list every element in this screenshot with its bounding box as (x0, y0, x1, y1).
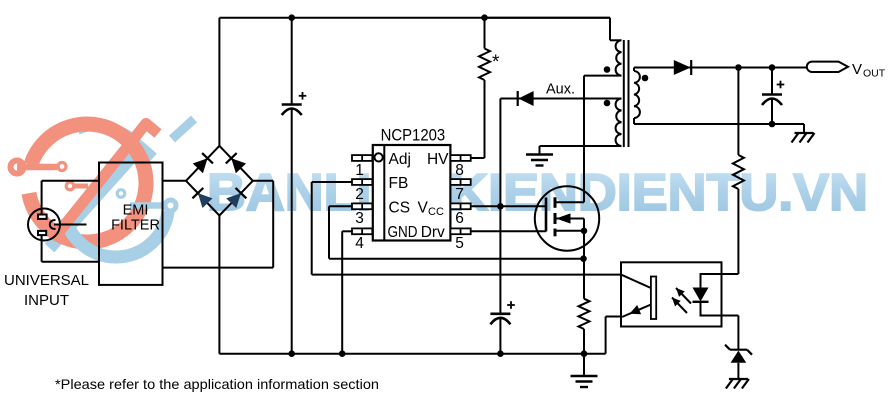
svg-text:BANLINHKIENDIENTU.VN: BANLINHKIENDIENTU.VN (207, 164, 868, 222)
svg-text:5: 5 (455, 235, 464, 252)
svg-text:FILTER: FILTER (111, 217, 160, 233)
svg-text:UNIVERSAL: UNIVERSAL (4, 272, 89, 289)
svg-text:CC: CC (428, 206, 444, 218)
svg-text:Aux.: Aux. (546, 82, 575, 98)
svg-text:8: 8 (455, 162, 464, 179)
svg-text:3: 3 (355, 210, 364, 227)
svg-text:EMI: EMI (123, 203, 149, 219)
svg-text:FB: FB (389, 175, 409, 192)
svg-text:HV: HV (427, 151, 449, 168)
svg-text:*: * (492, 52, 500, 73)
svg-text:Adj: Adj (389, 151, 411, 168)
svg-text:V: V (418, 199, 429, 216)
svg-text:Drv: Drv (421, 224, 445, 241)
svg-text:4: 4 (355, 235, 364, 252)
svg-text:7: 7 (455, 186, 464, 203)
svg-text:GND: GND (388, 224, 418, 241)
svg-text:CS: CS (389, 199, 411, 216)
svg-text:OUT: OUT (863, 68, 886, 80)
svg-text:NCP1203: NCP1203 (381, 126, 446, 144)
svg-text:INPUT: INPUT (24, 292, 69, 309)
svg-text:*Please refer to the applicati: *Please refer to the application informa… (55, 376, 379, 392)
svg-text:1: 1 (355, 162, 364, 179)
svg-text:6: 6 (455, 210, 464, 227)
svg-text:V: V (852, 61, 862, 78)
svg-text:2: 2 (355, 186, 364, 203)
